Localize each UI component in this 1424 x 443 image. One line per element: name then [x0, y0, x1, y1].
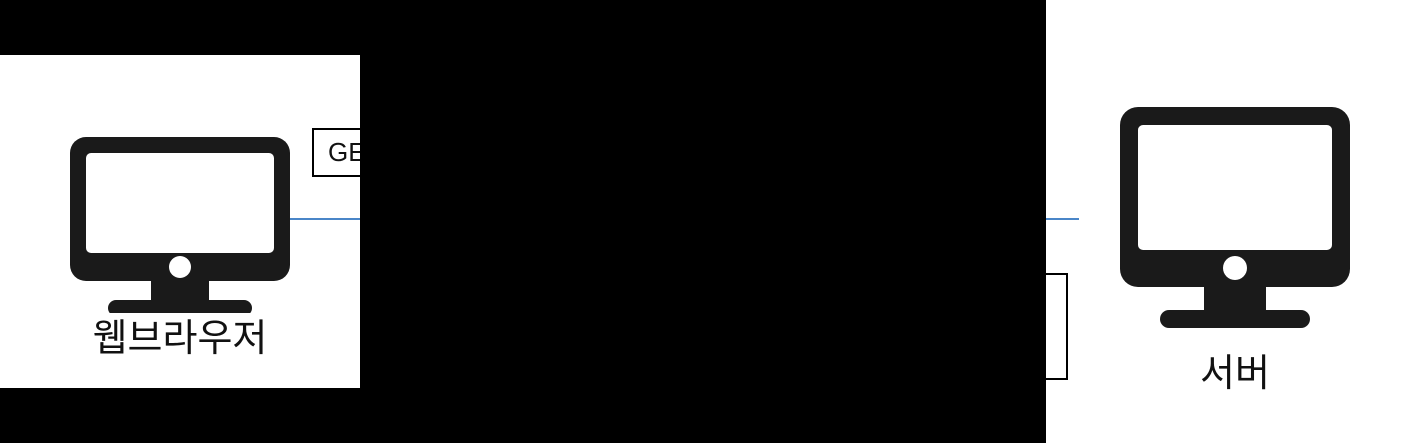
node-label-browser: 웹브라우저 [92, 318, 268, 360]
occlusion-overlay-middle [360, 0, 1046, 443]
occlusion-overlay-bottom [0, 388, 1046, 443]
node-label-server: 서버 [1200, 353, 1270, 395]
desktop-monitor-icon [68, 135, 292, 313]
desktop-monitor-icon [1118, 105, 1352, 340]
